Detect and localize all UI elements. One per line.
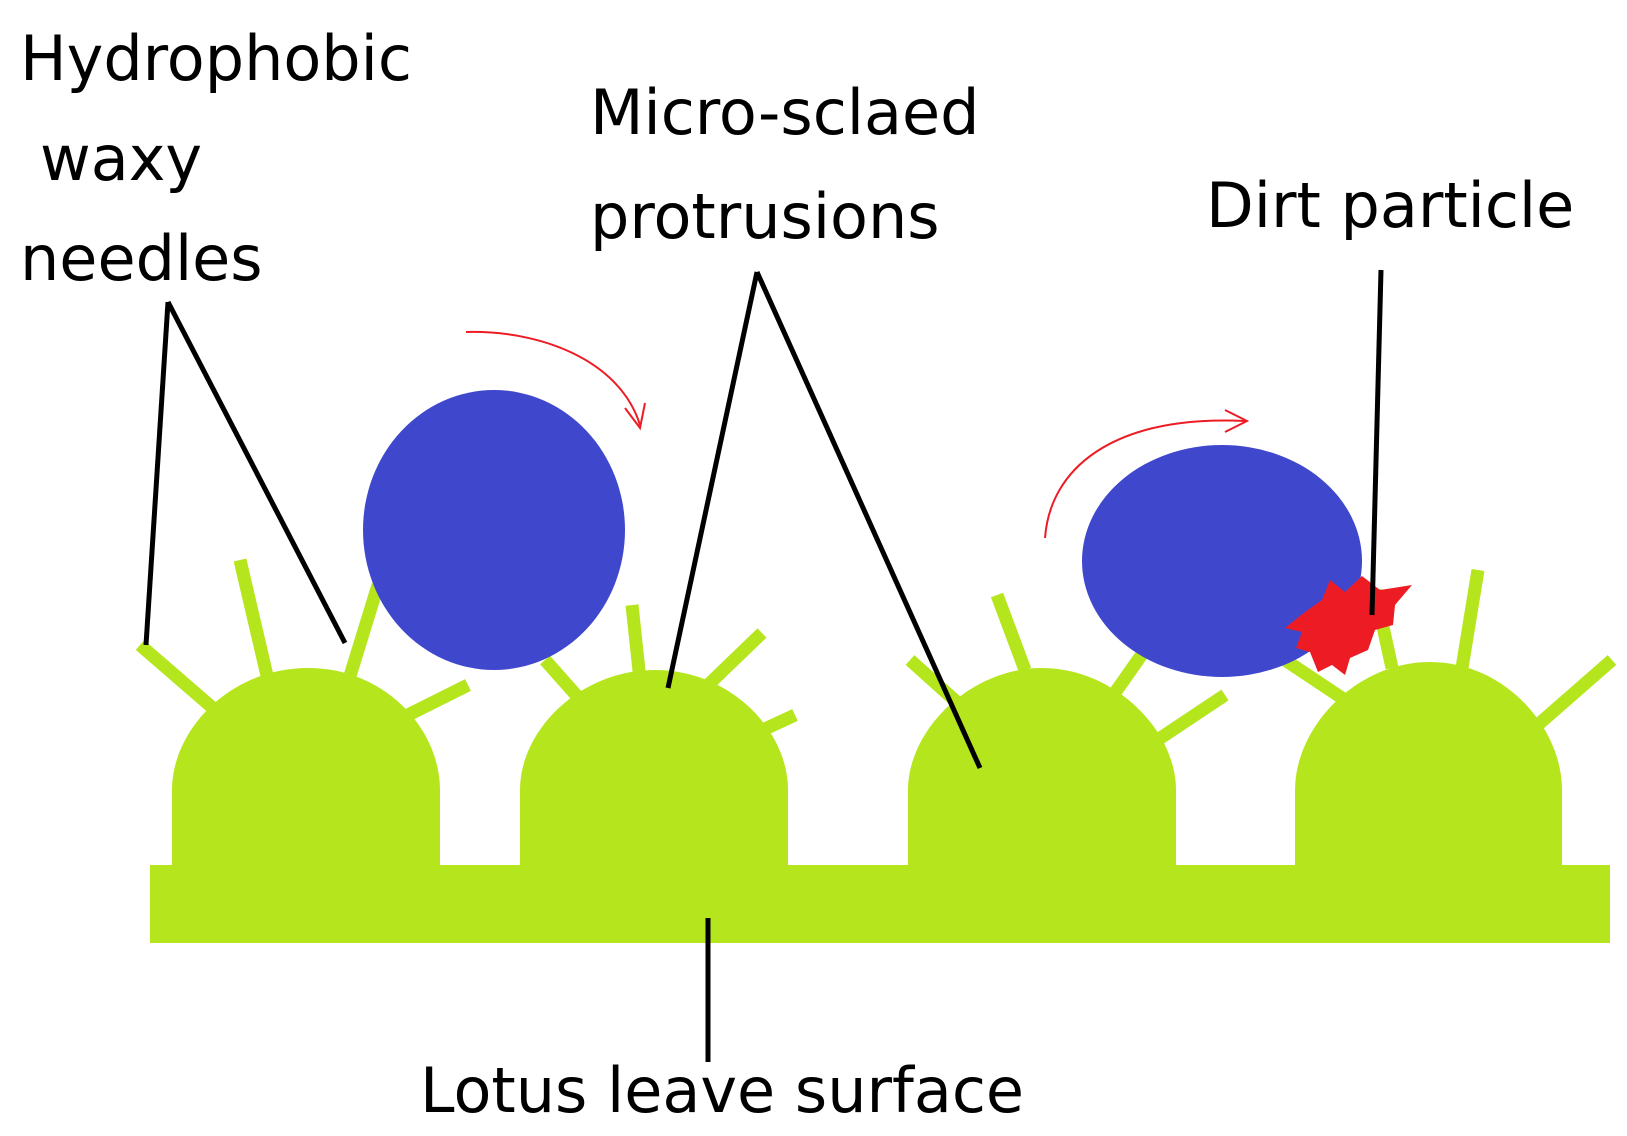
needle	[625, 604, 647, 681]
protrusion	[520, 670, 788, 870]
protrusions	[172, 662, 1562, 870]
pointer-dirt	[1369, 269, 1384, 616]
needle	[343, 583, 385, 678]
needle	[1106, 646, 1151, 701]
needle	[1455, 568, 1485, 670]
label-micro-line1: Micro-sclaed	[590, 76, 980, 149]
needle	[135, 640, 227, 721]
pointer-micro-b	[754, 270, 983, 770]
water-droplet-left	[363, 390, 625, 670]
needle	[905, 655, 965, 710]
label-micro-line2: protrusions	[590, 180, 940, 253]
label-dirt-particle: Dirt particle	[1206, 169, 1575, 242]
label-hydrophobic-line2: waxy	[40, 122, 203, 195]
needle	[233, 558, 275, 682]
needle	[1527, 655, 1617, 735]
motion-arrows	[465, 330, 1250, 539]
pointer-lines	[143, 269, 1384, 1062]
dirt-particle	[1285, 576, 1412, 675]
pointer-hydrophobic-a	[143, 301, 171, 646]
protrusion	[172, 668, 440, 870]
pointer-micro-a	[665, 271, 760, 689]
water-droplet-right	[1082, 445, 1362, 677]
protrusion	[908, 668, 1176, 870]
needle	[990, 592, 1032, 673]
label-leaf-surface: Lotus leave surface	[420, 1054, 1025, 1127]
label-hydrophobic-line3: needles	[20, 222, 263, 295]
leaf-surface-base	[150, 865, 1610, 943]
rolling-arrow-right-icon	[1044, 419, 1246, 539]
needle	[1281, 654, 1349, 706]
needle	[703, 628, 767, 690]
rolling-arrow-right-head-icon	[1224, 409, 1250, 433]
rolling-arrow-left-icon	[465, 330, 641, 426]
pointer-hydrophobic-b	[165, 300, 348, 645]
label-hydrophobic-line1: Hydrophobic	[20, 22, 412, 95]
needle	[1146, 689, 1229, 751]
protrusion	[1295, 662, 1562, 870]
rolling-arrow-left-head-icon	[624, 402, 646, 431]
